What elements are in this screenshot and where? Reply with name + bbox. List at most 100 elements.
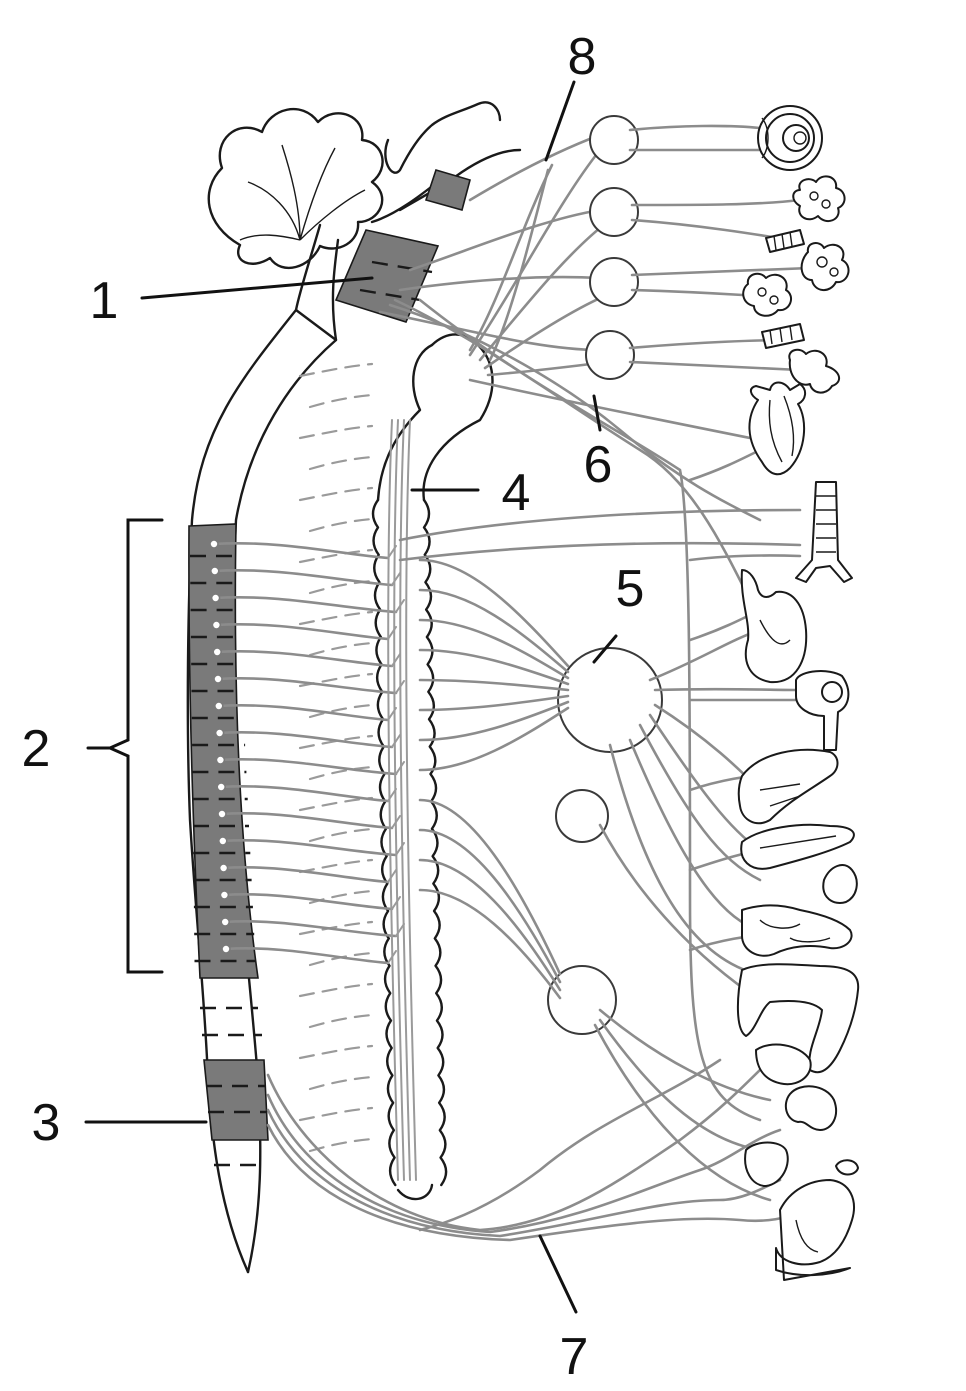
- splanchnic-fiber: [418, 700, 570, 742]
- neuron-soma: [216, 782, 226, 792]
- ramus-branch: [391, 734, 401, 748]
- ramus-fiber: [223, 893, 394, 911]
- ciliary-ganglion: [589, 115, 639, 165]
- splanchnic-nerves: [418, 558, 570, 1000]
- stomach: [740, 569, 808, 684]
- neuron-soma: [217, 809, 227, 819]
- chain-fiber: [399, 419, 411, 1181]
- pancreas: [740, 823, 855, 870]
- leader-7: [538, 1234, 578, 1314]
- preganglionic-rami: [209, 419, 417, 1181]
- parotid-gland: [742, 272, 793, 317]
- splanchnic-fiber: [418, 888, 562, 1000]
- gray-ramus: [308, 641, 374, 657]
- neuron-soma: [220, 917, 230, 927]
- ramus-fiber: [221, 839, 398, 857]
- label-2: 2: [22, 720, 51, 778]
- label-5: 5: [616, 560, 645, 618]
- gray-ramus: [308, 1075, 374, 1091]
- label-1: 1: [90, 272, 119, 330]
- gray-ramus: [308, 889, 374, 905]
- sacral-segments: [203, 1059, 269, 1167]
- gray-ramus: [308, 393, 374, 409]
- thoracolumbar-segments: [188, 523, 259, 979]
- cranial-segments: [334, 169, 471, 323]
- gray-ramus-fibers: [298, 362, 374, 1153]
- ramus-fiber: [219, 785, 390, 803]
- prevertebral-ganglia: [547, 647, 663, 1035]
- neuron-soma: [209, 539, 219, 549]
- neuron-soma: [219, 890, 230, 900]
- ramus-branch: [387, 869, 397, 883]
- gray-ramus: [308, 827, 374, 843]
- gray-ramus: [298, 734, 374, 750]
- reproductive-organs: [775, 1159, 859, 1281]
- splanchnic-fiber: [418, 648, 570, 686]
- ramus-fiber: [212, 542, 390, 560]
- ramus-fiber: [214, 596, 398, 614]
- neuron-soma: [215, 755, 226, 765]
- splanchnic-fiber: [418, 618, 570, 680]
- cranial-parasympathetic-fibers: [378, 133, 762, 602]
- ramus-branch: [391, 572, 401, 586]
- gray-ramus: [298, 1106, 374, 1122]
- gray-ramus: [308, 765, 374, 781]
- neuron-soma: [211, 620, 222, 630]
- label-4: 4: [502, 464, 531, 522]
- gray-ramus: [298, 796, 374, 812]
- ramus-branch: [391, 896, 401, 910]
- neuron-soma: [210, 593, 221, 603]
- gray-ramus: [298, 920, 374, 936]
- leader-6: [592, 394, 602, 432]
- ramus-fiber: [216, 677, 398, 695]
- pterygopalatine-ganglion: [589, 187, 639, 237]
- neuron-soma: [214, 701, 224, 711]
- blood-vessel: [795, 670, 850, 751]
- trachea-lungs: [795, 481, 853, 583]
- label-7: 7: [560, 1328, 589, 1386]
- label-3: 3: [32, 1094, 61, 1152]
- eye: [757, 105, 823, 171]
- gray-ramus: [308, 1013, 374, 1029]
- splanchnic-fiber: [418, 828, 562, 984]
- liver: [737, 748, 839, 825]
- ramus-fiber: [220, 812, 394, 830]
- submandibular-ganglion: [589, 257, 639, 307]
- chain-fiber: [393, 419, 405, 1181]
- superior-mesenteric-ganglion: [555, 789, 609, 843]
- gray-ramus: [298, 982, 374, 998]
- neuron-soma: [218, 863, 229, 873]
- gray-ramus: [298, 858, 374, 874]
- nasal-glands: [765, 229, 805, 253]
- gray-ramus: [298, 486, 374, 502]
- neuron-soma: [212, 647, 222, 657]
- ramus-fiber: [218, 731, 394, 749]
- splanchnic-fiber: [418, 798, 562, 976]
- bracket-2: [106, 518, 164, 974]
- neuron-soma: [213, 674, 223, 684]
- cranial-ganglia: [585, 115, 639, 380]
- celiac-ganglion: [557, 647, 663, 753]
- ramus-fiber: [224, 947, 390, 965]
- gray-ramus: [298, 548, 374, 564]
- adrenal-kidney: [822, 864, 858, 904]
- urinary-bladder: [744, 1141, 789, 1187]
- submandibular-gland: [800, 242, 850, 291]
- otic-ganglion: [585, 330, 635, 380]
- gray-ramus: [298, 362, 374, 378]
- number-labels: 1 2 3 4 5 6 7 8: [22, 28, 645, 1386]
- gray-ramus: [308, 1137, 374, 1153]
- ramus-fiber: [223, 920, 398, 938]
- ramus-fiber: [217, 704, 390, 722]
- splanchnic-fiber: [418, 588, 570, 674]
- ramus-fiber: [215, 623, 390, 641]
- sympathetic-trunk: [371, 333, 494, 1201]
- gray-ramus: [298, 610, 374, 626]
- chain-fiber: [387, 419, 399, 1181]
- ramus-fiber: [222, 866, 390, 884]
- colon-sigmoid: [755, 1043, 812, 1086]
- gray-ramus: [308, 703, 374, 719]
- gray-ramus: [308, 517, 374, 533]
- salivary-gland: [788, 348, 841, 394]
